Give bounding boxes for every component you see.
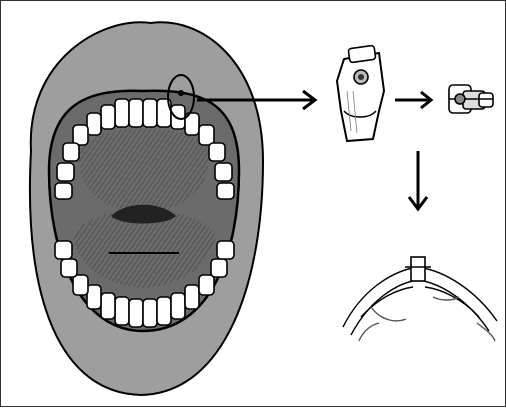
tooth: [73, 125, 88, 145]
tooth: [217, 241, 234, 259]
tooth: [115, 297, 129, 325]
tooth: [211, 259, 227, 277]
tooth: [215, 163, 232, 181]
tooth: [57, 163, 74, 181]
tooth: [55, 183, 72, 199]
tooth: [61, 259, 77, 277]
tooth: [157, 297, 171, 325]
tooth: [87, 113, 101, 135]
tooth: [63, 143, 79, 161]
tooth: [199, 125, 214, 145]
tooth: [115, 99, 129, 127]
tooth: [55, 241, 72, 259]
tooth: [217, 183, 234, 199]
tooth-gem-on-tooth: [337, 45, 384, 141]
occlusal-arch-view: [343, 257, 497, 341]
tooth: [129, 299, 143, 327]
tooth: [87, 285, 101, 309]
arrow-down: [409, 151, 427, 209]
tooth: [129, 99, 143, 127]
tooth: [101, 293, 115, 319]
gem-dot: [178, 90, 184, 96]
tooth: [73, 275, 88, 295]
tooth: [185, 285, 199, 309]
gem-bracket: [449, 85, 493, 113]
arrow-right: [395, 92, 431, 108]
tooth: [209, 143, 225, 161]
tooth: [171, 293, 185, 319]
tooth: [199, 275, 214, 295]
open-mouth-illustration: [30, 22, 263, 395]
tooth: [101, 105, 115, 129]
tooth: [143, 299, 157, 327]
tooth: [171, 105, 185, 129]
tooth: [143, 99, 157, 127]
